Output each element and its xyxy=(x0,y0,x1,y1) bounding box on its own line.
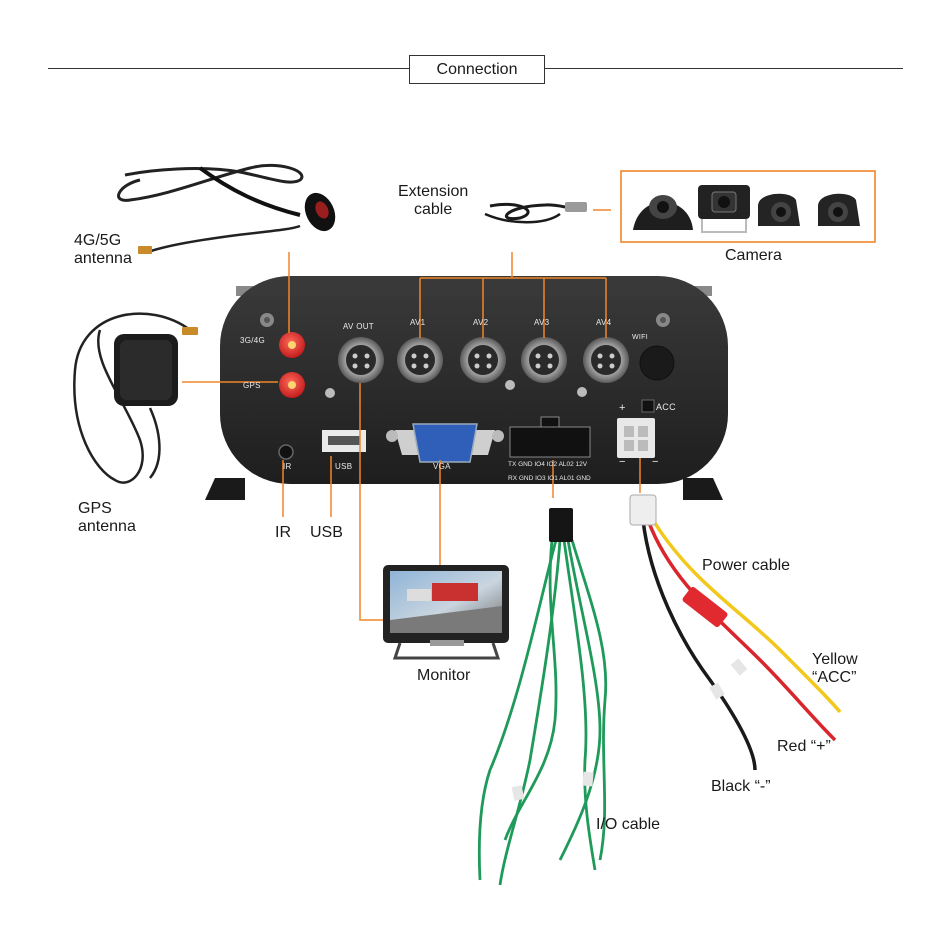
wifi-antenna-knob xyxy=(639,345,675,381)
side-camera-right xyxy=(818,193,860,226)
port-label-usb: USB xyxy=(335,462,353,471)
label-io-cable: I/O cable xyxy=(596,816,661,833)
title-rule-right xyxy=(543,68,903,69)
io-pin-row-1: TX GND IO4 IO2 AL02 12V xyxy=(508,461,588,468)
av3-connector xyxy=(521,337,567,383)
port-label-acc: ACC xyxy=(656,402,676,412)
io-plug xyxy=(549,508,573,542)
av4-connector xyxy=(583,337,629,383)
port-label-av-out: AV OUT xyxy=(343,322,374,331)
monitor xyxy=(383,565,509,660)
io-cable xyxy=(477,539,608,886)
port-label-vga: VGA xyxy=(433,462,451,471)
port-label-av4: AV4 xyxy=(596,318,612,327)
extension-cable xyxy=(484,202,587,224)
port-label-av3: AV3 xyxy=(534,318,550,327)
io-wire-tag xyxy=(582,771,594,787)
page-title: Connection xyxy=(409,55,545,84)
port-label-av1: AV1 xyxy=(410,318,426,327)
label-ir: IR xyxy=(275,524,291,541)
gps-antenna xyxy=(73,312,198,484)
inline-fuse xyxy=(682,586,728,628)
ir-port xyxy=(278,444,294,460)
dome-camera xyxy=(633,195,693,230)
mdvr-device xyxy=(205,276,728,500)
av-out-connector xyxy=(338,337,384,383)
io-terminal xyxy=(509,416,591,458)
av1-connector xyxy=(397,337,443,383)
bracket-camera xyxy=(698,185,750,233)
label-yellow-acc: Yellow “ACC” xyxy=(812,651,858,686)
power-cable xyxy=(629,494,842,771)
label-black-minus: Black “-” xyxy=(711,778,771,795)
power-minus-mark-right: − xyxy=(652,456,659,468)
io-pin-row-2: RX GND IO3 IO1 AL01 GND xyxy=(508,475,591,482)
port-label-av2: AV2 xyxy=(473,318,489,327)
power-minus-mark: − xyxy=(619,456,626,468)
port-label-wifi: WIFI xyxy=(632,334,648,341)
port-label-3g4g: 3G/4G xyxy=(240,336,266,345)
power-plus-mark: + xyxy=(619,402,626,414)
label-usb: USB xyxy=(310,524,343,541)
label-extension-cable: Extension cable xyxy=(398,183,469,218)
power-plug xyxy=(629,494,657,526)
label-camera: Camera xyxy=(725,247,782,264)
lte-antenna xyxy=(117,163,336,254)
side-camera-left xyxy=(758,193,800,226)
av2-connector xyxy=(460,337,506,383)
label-red-plus: Red “+” xyxy=(777,738,831,755)
port-label-ir: IR xyxy=(283,462,292,471)
io-wire-tag xyxy=(511,785,525,801)
vga-port xyxy=(386,423,504,463)
label-monitor: Monitor xyxy=(417,667,471,684)
label-gps-antenna: GPS antenna xyxy=(78,500,136,535)
title-rule-left xyxy=(48,68,409,69)
label-4g-antenna: 4G/5G antenna xyxy=(74,232,132,267)
label-power-cable: Power cable xyxy=(702,557,791,574)
power-socket xyxy=(617,418,655,458)
port-label-gps: GPS xyxy=(243,381,261,390)
leader-lines xyxy=(182,209,641,621)
